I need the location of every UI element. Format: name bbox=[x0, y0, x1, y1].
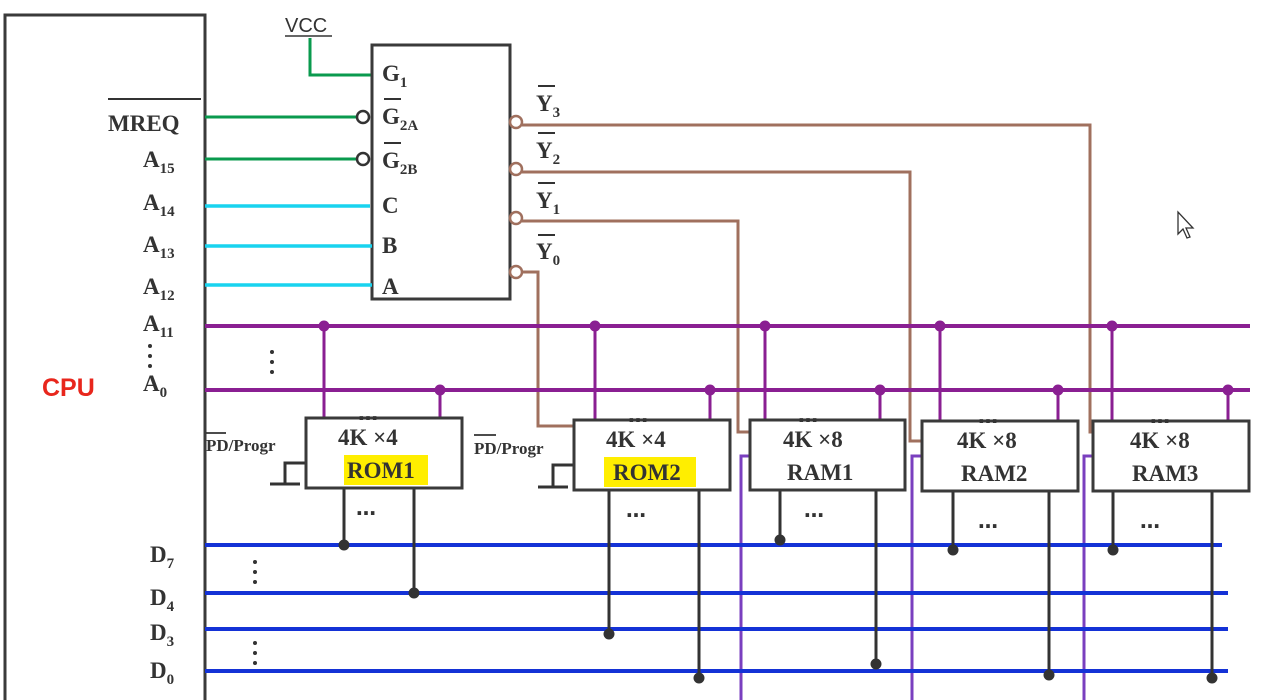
a11-label: A11 bbox=[143, 311, 174, 341]
cpu-block bbox=[3, 13, 207, 700]
g1-label: G1 bbox=[382, 61, 407, 91]
decoder-block bbox=[370, 43, 512, 301]
chip-rom1-spec: 4K ×4 bbox=[338, 425, 398, 450]
decoder-input-wires bbox=[205, 204, 372, 287]
address-bus bbox=[205, 324, 1250, 392]
chip-ram3-bottom-ellipsis: … bbox=[1140, 509, 1160, 533]
chip-ram3-name: RAM3 bbox=[1132, 461, 1198, 486]
y1-label: Y1 bbox=[536, 188, 560, 218]
ground-symbol-1 bbox=[270, 461, 306, 486]
control-wires bbox=[205, 115, 356, 161]
vcc-wire bbox=[308, 38, 372, 77]
ground-symbol-2 bbox=[538, 463, 574, 489]
vertical-ellipsis-address bbox=[148, 344, 274, 374]
chip-ram1-top-ellipsis: … bbox=[798, 403, 818, 427]
a-label: A bbox=[382, 274, 399, 299]
chip-ram2-bottom-ellipsis: … bbox=[978, 509, 998, 533]
d3-label: D3 bbox=[150, 620, 174, 650]
chip-ram2-spec: 4K ×8 bbox=[957, 428, 1017, 453]
chip-rom1: 4K ×4 ROM1 … … bbox=[304, 401, 464, 520]
cpu-label: CPU bbox=[42, 374, 95, 402]
y2-inversion-bubble bbox=[508, 161, 524, 177]
chip-ram3-spec: 4K ×8 bbox=[1130, 428, 1190, 453]
pd-progr-label-1: PD/Progr bbox=[206, 436, 276, 455]
chip-ram3: 4K ×8 RAM3 … … bbox=[1091, 404, 1251, 533]
address-bus-taps bbox=[318, 320, 1234, 421]
a12-label: A12 bbox=[143, 274, 175, 304]
chip-rom1-bottom-ellipsis: … bbox=[356, 496, 376, 520]
chip-ram1-bottom-ellipsis: … bbox=[804, 498, 824, 522]
y1-inversion-bubble bbox=[508, 210, 524, 226]
a13-label: A13 bbox=[143, 232, 175, 262]
g2b-label: G2B bbox=[382, 148, 417, 178]
chip-ram2: 4K ×8 RAM2 … … bbox=[920, 404, 1080, 533]
chip-rom2: 4K ×4 ROM2 … … bbox=[572, 403, 732, 522]
d7-label: D7 bbox=[150, 542, 175, 572]
y0-inversion-bubble bbox=[508, 264, 524, 280]
pd-progr-label-2: PD/Progr bbox=[474, 439, 544, 458]
chip-rom2-bottom-ellipsis: … bbox=[626, 498, 646, 522]
chip-rom1-name: ROM1 bbox=[347, 458, 415, 483]
a14-label: A14 bbox=[143, 190, 175, 220]
cpu-signal-labels: MREQ A15 A14 A13 A12 A11 A0 D7 D4 D3 D0 bbox=[108, 98, 274, 688]
chip-ram1-spec: 4K ×8 bbox=[783, 427, 843, 452]
a15-label: A15 bbox=[143, 147, 175, 177]
chip-rom1-highlight bbox=[344, 455, 428, 485]
y3-label: Y3 bbox=[536, 91, 560, 121]
d0-label: D0 bbox=[150, 658, 174, 688]
g2a-label: G2A bbox=[382, 104, 418, 134]
data-bus-taps bbox=[338, 488, 1218, 684]
chip-rom2-spec: 4K ×4 bbox=[606, 427, 666, 452]
g2b-inversion-bubble bbox=[355, 151, 371, 167]
data-bus bbox=[205, 543, 1228, 673]
chip-rom2-highlight bbox=[604, 457, 696, 487]
chip-ram2-name: RAM2 bbox=[961, 461, 1027, 486]
y0-label: Y0 bbox=[536, 239, 560, 269]
y2-label: Y2 bbox=[536, 138, 560, 168]
mouse-cursor-icon bbox=[1177, 210, 1195, 239]
chip-ram3-top-ellipsis: … bbox=[1150, 404, 1170, 428]
g2a-inversion-bubble bbox=[355, 109, 371, 125]
chip-rom1-top-ellipsis: … bbox=[358, 401, 378, 425]
vcc-label: VCC bbox=[285, 15, 327, 37]
chip-rom2-name: ROM2 bbox=[613, 460, 681, 485]
b-label: B bbox=[382, 233, 397, 258]
d4-label: D4 bbox=[150, 585, 175, 615]
chip-rom2-top-ellipsis: … bbox=[628, 403, 648, 427]
chip-select-wires bbox=[522, 123, 1093, 443]
chip-ram1-name: RAM1 bbox=[787, 460, 853, 485]
c-label: C bbox=[382, 193, 399, 218]
ram-rw-lines bbox=[739, 454, 1093, 700]
a0-label: A0 bbox=[143, 371, 167, 401]
y3-inversion-bubble bbox=[508, 114, 524, 130]
mreq-label: MREQ bbox=[108, 111, 180, 136]
chip-ram2-top-ellipsis: … bbox=[978, 404, 998, 428]
vertical-ellipsis-data bbox=[253, 560, 257, 665]
chip-ram1: 4K ×8 RAM1 … … bbox=[748, 403, 907, 522]
